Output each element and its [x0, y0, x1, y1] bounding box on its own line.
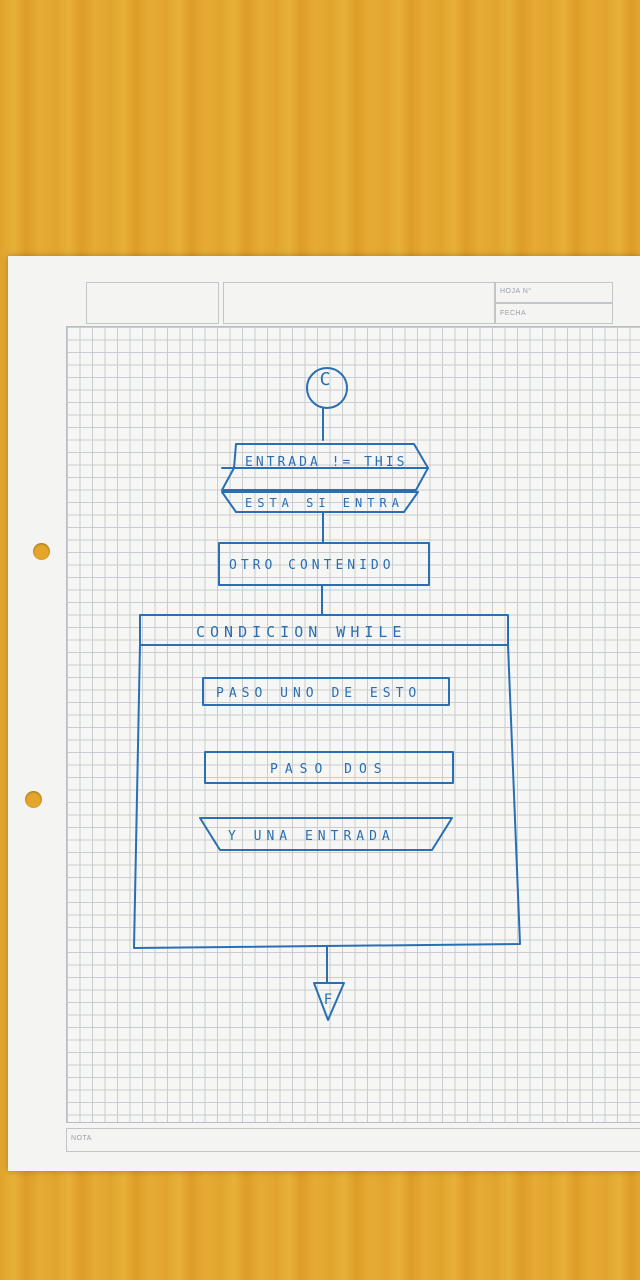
punch-hole-bottom — [25, 791, 42, 808]
process-1-label: OTRO CONTENIDO — [229, 558, 395, 573]
header-box-fecha — [495, 303, 613, 324]
header-box-hoja — [495, 282, 613, 303]
end-connector-label: F — [324, 992, 332, 1008]
input-1-label: ENTRADA != THIS — [245, 455, 407, 470]
start-connector-label: C — [320, 369, 331, 390]
loop-step-2-label: PASO DOS — [270, 762, 389, 777]
punch-hole-top — [33, 543, 50, 560]
fecha-label: FECHA — [500, 310, 527, 317]
loop-condition-label: CONDICION WHILE — [196, 623, 406, 641]
header-box-left — [86, 282, 219, 324]
loop-step-2-box — [204, 751, 454, 784]
input-2-label: ESTA SI ENTRA — [245, 496, 404, 510]
loop-step-1-label: PASO UNO DE ESTO — [216, 686, 421, 701]
end-connector-shape — [313, 982, 345, 1021]
loop-condition-bar — [139, 614, 509, 646]
hoja-label: HOJA N° — [500, 288, 532, 295]
start-connector-circle — [306, 367, 348, 409]
loop-input-shape — [199, 817, 453, 851]
nota-label: NOTA — [71, 1135, 92, 1142]
header-box-middle — [223, 282, 495, 324]
process-1-box — [218, 542, 430, 586]
loop-input-label: Y UNA ENTRADA — [228, 829, 395, 844]
loop-step-1-box — [202, 677, 450, 706]
input-2-shape — [221, 491, 419, 513]
footer-nota-box — [66, 1128, 640, 1152]
grid-area — [66, 326, 640, 1123]
